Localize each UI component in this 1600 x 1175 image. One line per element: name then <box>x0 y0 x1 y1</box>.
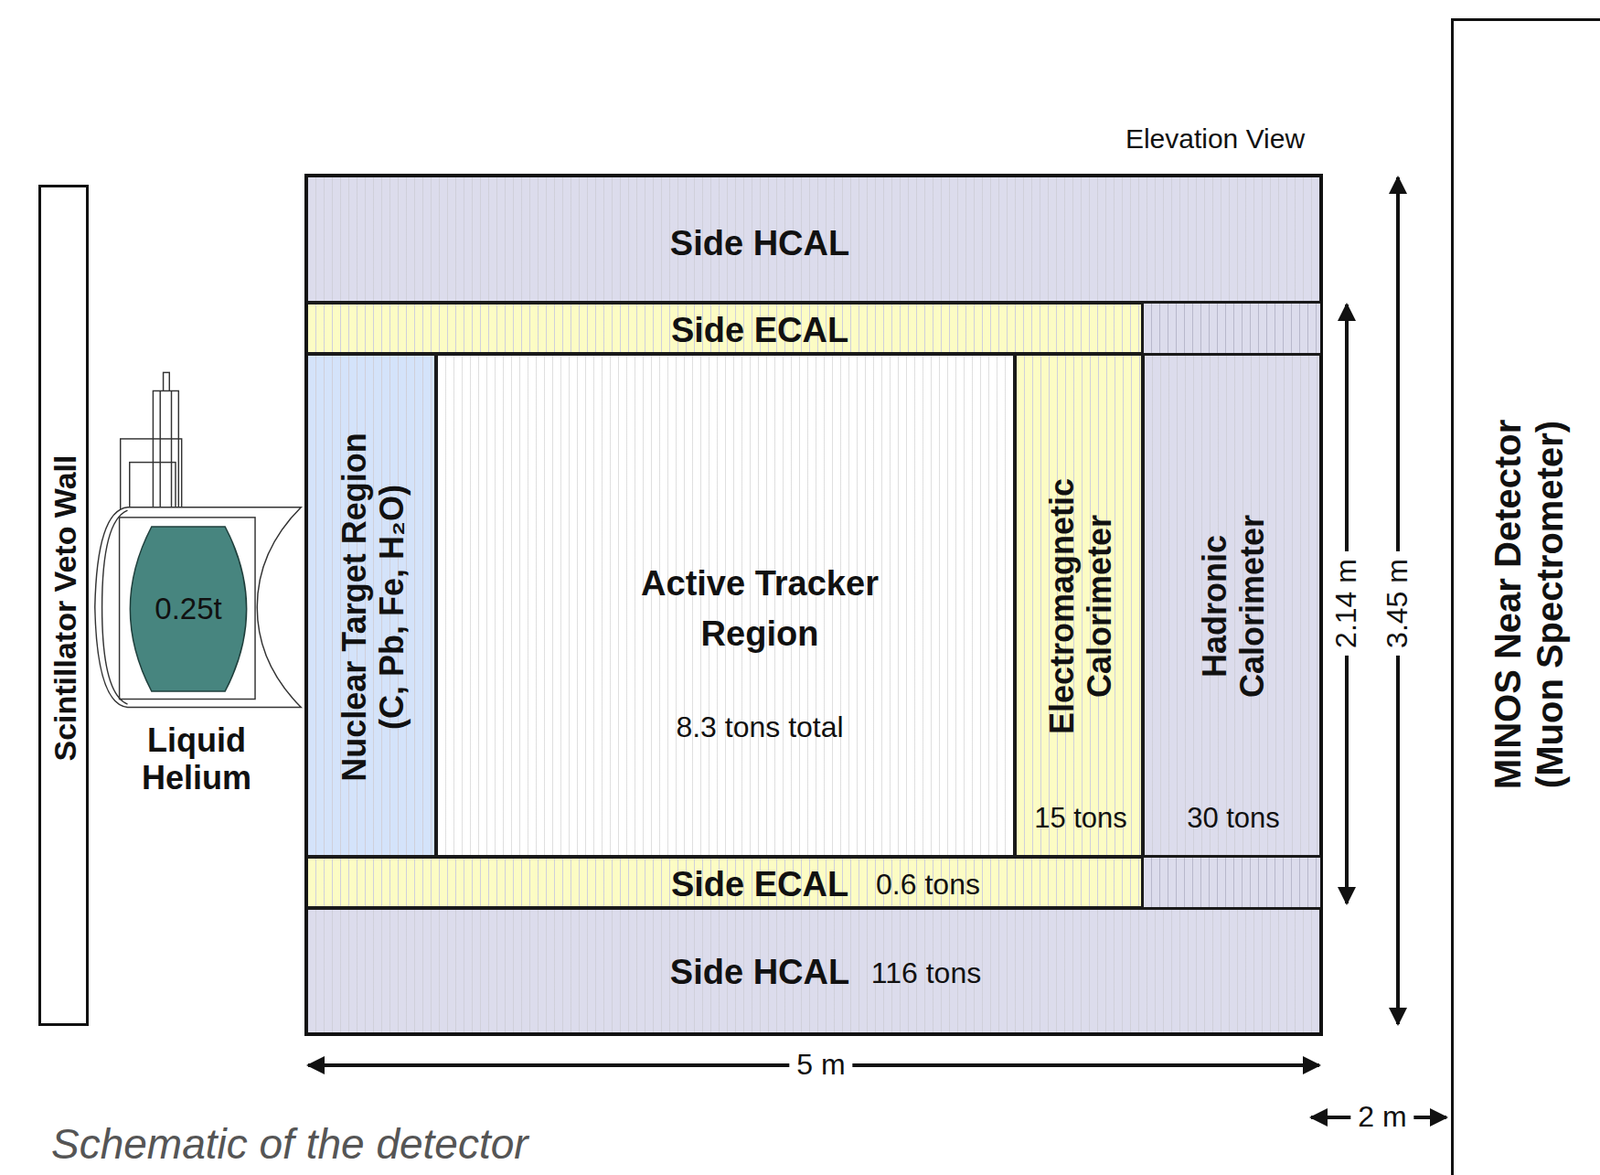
hcal-corner <box>1142 302 1322 354</box>
mass-label: 116 tons <box>871 956 982 991</box>
region-name: MINOS Near Detector (Muon Spectrometer) <box>1486 394 1571 815</box>
region-name: Active Tracker Region <box>613 558 907 660</box>
cryostat-drawing <box>95 372 301 707</box>
tank-body <box>129 526 246 692</box>
view-label: Elevation View <box>1125 123 1305 154</box>
region-name: Side HCAL <box>670 224 850 265</box>
region-name: Scintillator Veto Wall <box>47 454 84 761</box>
mass-label: 15 tons <box>1034 801 1128 835</box>
side-ecal: Side ECAL <box>306 302 1143 354</box>
nuclear-target-region: Nuclear Target Region (C, Pb, Fe, H₂O) <box>306 353 437 857</box>
region-name: Electromagnetic Calorimeter <box>1043 455 1120 758</box>
dimension-label: 3.45 m <box>1378 551 1417 656</box>
hcal-corner <box>1142 856 1322 908</box>
dimension-label: 5 m <box>789 1045 853 1084</box>
side-hcal: Side HCAL <box>306 175 1322 303</box>
minos-near-detector: MINOS Near Detector (Muon Spectrometer) <box>1450 18 1600 1175</box>
region-name: Side HCAL <box>670 952 850 993</box>
region-name: Hadronic Calorimeter <box>1195 455 1272 758</box>
veto-wall: Scintillator Veto Wall <box>38 184 89 1026</box>
dimension-label: 2.14 m <box>1327 551 1366 656</box>
region-name: 0.25t <box>154 591 222 627</box>
caption: Schematic of the detector <box>51 1120 529 1168</box>
mass-label: 0.6 tons <box>875 869 981 899</box>
region-name: Side ECAL <box>671 312 849 348</box>
electromagnetic-calorimeter: Electromagnetic Calorimeter 15 tons <box>1014 353 1143 857</box>
mass-label: Liquid Helium <box>141 721 252 798</box>
hadronic-calorimeter: Hadronic Calorimeter 30 tons <box>1142 353 1322 857</box>
region-name: Side ECAL <box>671 866 849 902</box>
mass-label: 8.3 tons total <box>675 710 843 745</box>
side-ecal: Side ECAL 0.6 tons <box>306 856 1143 908</box>
side-hcal: Side HCAL 116 tons <box>306 907 1322 1035</box>
mass-label: 30 tons <box>1186 801 1280 835</box>
helium-tank: 0.25tLiquid Helium <box>127 525 250 693</box>
region-name: Nuclear Target Region (C, Pb, Fe, H₂O) <box>335 424 412 790</box>
active-tracker-region: Active Tracker Region 8.3 tons total <box>436 353 1015 857</box>
dimension-label: 2 m <box>1350 1098 1414 1136</box>
